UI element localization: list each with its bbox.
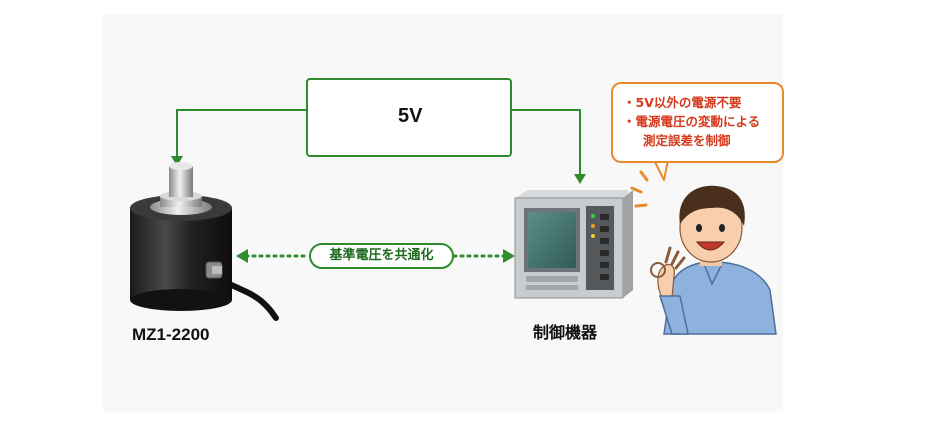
callout-tail (653, 159, 669, 181)
callout-bubble: ・5V以外の電源不要 ・電源電圧の変動による 測定誤差を制御 (611, 82, 784, 163)
callout-line: ・電源電圧の変動による (623, 114, 761, 129)
power-wire-right (512, 109, 586, 184)
callout-line: 測定誤差を制御 (643, 133, 731, 148)
reference-voltage-label: 基準電圧を共通化 (309, 243, 454, 269)
sensor-device-icon (130, 162, 279, 321)
callout-line: ・5V以外の電源不要 (623, 95, 742, 110)
sensor-model-label: MZ1-2200 (132, 325, 210, 344)
voltage-label: 5V (398, 105, 423, 127)
controller-label: 制御機器 (533, 323, 598, 342)
power-wire-left (171, 109, 306, 166)
controller-device-icon (514, 190, 633, 299)
excitement-marks (630, 170, 649, 208)
power-supply-box (306, 78, 512, 157)
reference-voltage-link-arrow (236, 249, 515, 263)
person-illustration (650, 185, 777, 335)
